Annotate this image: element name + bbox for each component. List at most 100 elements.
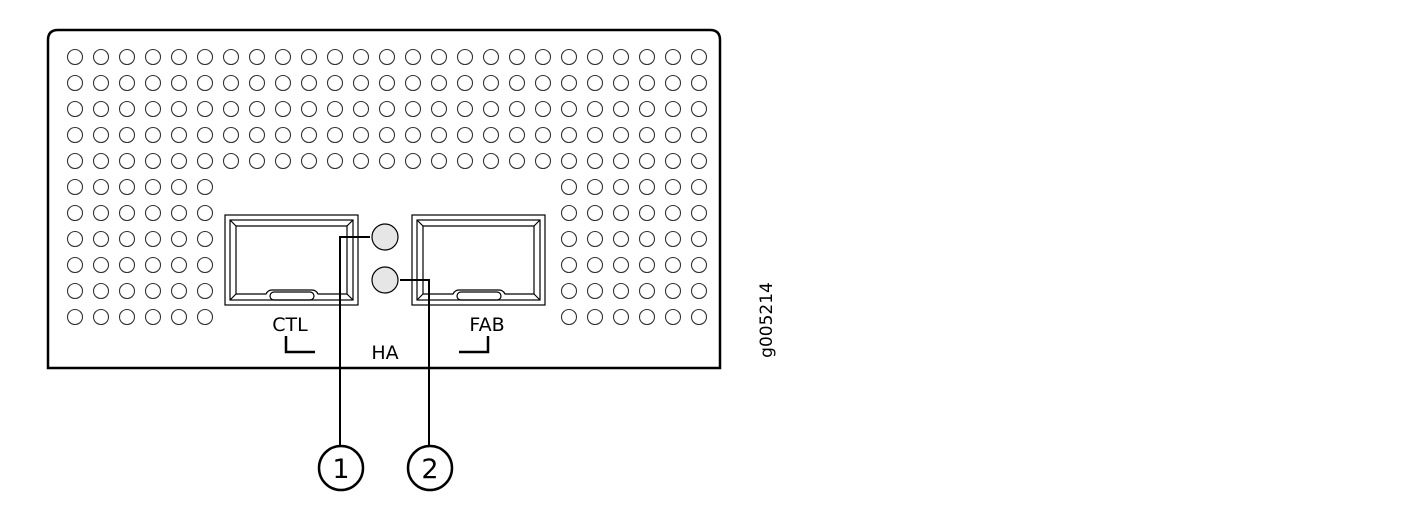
vent-hole <box>170 204 188 222</box>
vent-hole <box>690 256 708 274</box>
vent-hole <box>404 74 422 92</box>
vent-hole <box>612 308 630 326</box>
vent-hole <box>118 48 136 66</box>
vent-hole <box>534 152 552 170</box>
vent-hole <box>222 152 240 170</box>
vent-hole <box>482 74 500 92</box>
callout-1-leader <box>339 236 370 446</box>
vent-hole <box>560 74 578 92</box>
vent-hole <box>508 48 526 66</box>
vent-hole <box>690 152 708 170</box>
ctl-port <box>224 214 359 306</box>
vent-hole <box>638 256 656 274</box>
vent-hole <box>690 230 708 248</box>
vent-hole <box>586 178 604 196</box>
vent-hole <box>196 48 214 66</box>
vent-hole <box>170 178 188 196</box>
vent-hole <box>664 230 682 248</box>
vent-hole <box>196 126 214 144</box>
vent-hole <box>430 100 448 118</box>
vent-hole <box>612 48 630 66</box>
vent-hole <box>196 152 214 170</box>
vent-hole <box>170 74 188 92</box>
vent-hole <box>664 152 682 170</box>
vent-hole <box>248 48 266 66</box>
vent-hole <box>586 48 604 66</box>
vent-hole <box>144 282 162 300</box>
vent-hole <box>144 74 162 92</box>
vent-hole <box>404 100 422 118</box>
vent-hole <box>92 152 110 170</box>
callout-2-number: 2 <box>421 454 438 485</box>
vent-hole <box>690 74 708 92</box>
vent-hole <box>664 308 682 326</box>
vent-hole <box>560 230 578 248</box>
vent-hole <box>66 178 84 196</box>
vent-hole <box>638 48 656 66</box>
vent-hole <box>248 100 266 118</box>
vent-hole <box>508 100 526 118</box>
vent-hole <box>664 74 682 92</box>
vent-hole <box>352 152 370 170</box>
vent-hole <box>92 282 110 300</box>
vent-hole <box>378 152 396 170</box>
vent-hole <box>66 126 84 144</box>
vent-hole <box>378 126 396 144</box>
figure-id: g005214 <box>757 282 777 358</box>
vent-hole <box>66 100 84 118</box>
vent-hole <box>144 100 162 118</box>
vent-hole <box>664 282 682 300</box>
vent-hole <box>430 74 448 92</box>
vent-hole <box>586 282 604 300</box>
vent-hole <box>664 48 682 66</box>
vent-hole <box>456 152 474 170</box>
vent-hole <box>170 100 188 118</box>
vent-hole <box>92 178 110 196</box>
vent-hole <box>118 204 136 222</box>
vent-hole <box>560 178 578 196</box>
vent-hole <box>118 178 136 196</box>
vent-hole <box>222 74 240 92</box>
vent-hole <box>352 100 370 118</box>
vent-hole <box>144 256 162 274</box>
vent-hole <box>664 256 682 274</box>
vent-hole <box>248 74 266 92</box>
vent-hole <box>508 152 526 170</box>
vent-hole <box>326 48 344 66</box>
vent-hole <box>222 126 240 144</box>
vent-hole <box>638 282 656 300</box>
vent-hole <box>196 308 214 326</box>
vent-hole <box>92 308 110 326</box>
vent-hole <box>170 230 188 248</box>
vent-holes <box>66 48 708 326</box>
panel-outline <box>46 28 722 370</box>
vent-hole <box>612 204 630 222</box>
vent-hole <box>196 282 214 300</box>
vent-hole <box>326 100 344 118</box>
vent-hole <box>66 152 84 170</box>
vent-hole <box>560 256 578 274</box>
vent-hole <box>118 282 136 300</box>
vent-hole <box>144 230 162 248</box>
vent-hole <box>196 100 214 118</box>
vent-hole <box>144 204 162 222</box>
vent-hole <box>170 282 188 300</box>
vent-hole <box>118 308 136 326</box>
vent-hole <box>586 100 604 118</box>
vent-hole <box>196 230 214 248</box>
vent-hole <box>300 126 318 144</box>
vent-hole <box>248 152 266 170</box>
vent-hole <box>378 100 396 118</box>
vent-hole <box>196 74 214 92</box>
ctl-bracket <box>284 336 315 354</box>
vent-hole <box>118 230 136 248</box>
vent-hole <box>612 178 630 196</box>
vent-hole <box>92 230 110 248</box>
vent-hole <box>586 74 604 92</box>
vent-hole <box>144 308 162 326</box>
vent-hole <box>534 74 552 92</box>
ctl-status-led <box>371 223 399 251</box>
vent-hole <box>248 126 266 144</box>
vent-hole <box>300 152 318 170</box>
